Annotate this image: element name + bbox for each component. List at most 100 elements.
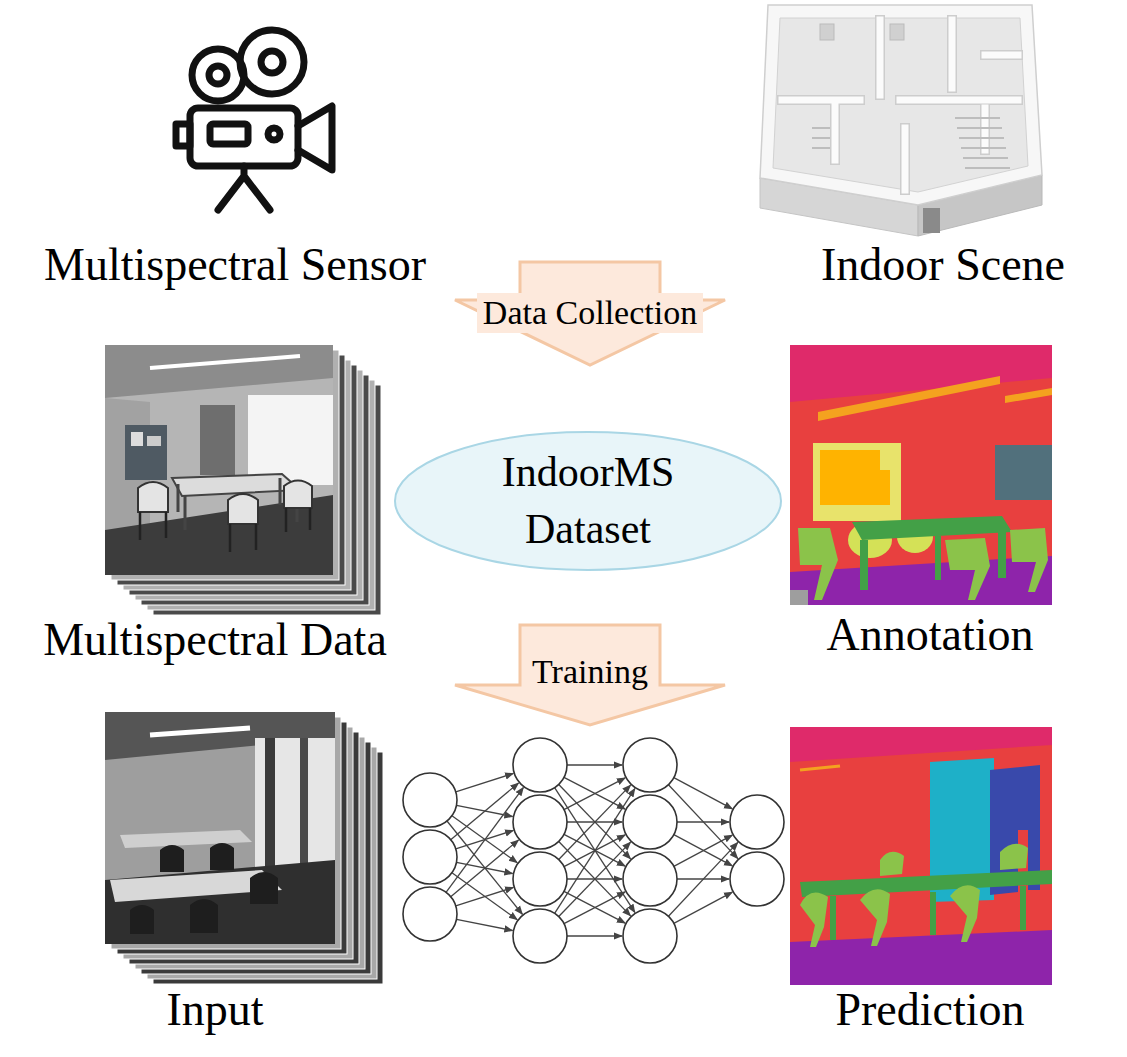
camera-icon-part: [298, 106, 332, 170]
input-image-part: [120, 830, 252, 848]
house-model: [760, 5, 1042, 236]
network-link: [564, 778, 625, 810]
caption-text: Multispectral Data: [43, 612, 387, 667]
network-link: [567, 764, 622, 765]
house-model-part: [890, 24, 904, 40]
multispectral-image-part: [138, 482, 168, 512]
network-link: [456, 887, 514, 905]
network-link: [559, 784, 631, 858]
camera-icon-part: [192, 49, 244, 101]
annotation-image-part: [790, 345, 1052, 605]
prediction-image-part: [950, 885, 980, 942]
network-link: [446, 788, 523, 893]
input-image-part: [265, 738, 275, 868]
neuron-circle: [730, 795, 784, 849]
camera-icon-part: [261, 51, 283, 73]
prediction-image-part: [800, 870, 1052, 897]
network-link: [559, 842, 631, 916]
house-model-part-part: [955, 118, 1010, 168]
neuron-circle: [730, 852, 784, 906]
neuron-circle: [513, 852, 567, 906]
dataset-label: IndoorMS Dataset: [458, 444, 718, 557]
camera-icon-part: [268, 128, 280, 140]
annotation-image-part: [820, 450, 890, 505]
multispectral-image-part: [150, 356, 300, 368]
camera-icon-part: [209, 66, 227, 84]
data-caption: Multispectral Data: [35, 608, 395, 671]
network-link: [447, 821, 522, 914]
house-model-part: [923, 208, 940, 233]
multispectral-image-part: [228, 494, 258, 524]
network-link: [456, 773, 514, 791]
network-link: [677, 821, 729, 822]
house-model-part-part: [782, 20, 1018, 190]
ellipse-outline: [395, 432, 781, 570]
annotation-image-part: [790, 590, 808, 605]
prediction-image-part: [800, 766, 840, 770]
annotation-image-part: [945, 538, 990, 600]
arrow-outline: [455, 262, 725, 365]
prediction-image-part: [1000, 844, 1028, 870]
annotation-image-part: [995, 445, 1052, 500]
prediction-image-part: [800, 893, 828, 948]
multispectral-image-part: [248, 395, 333, 485]
house-model-part: [820, 24, 834, 40]
house-model-part: [760, 5, 1042, 205]
arrow-label: Data Collection: [477, 293, 703, 334]
camera-icon-part: [218, 166, 270, 210]
arrow-outline: [455, 625, 725, 725]
house-model-part-part: [782, 20, 1018, 190]
prediction-image: [790, 727, 1052, 985]
camera-icon: [176, 30, 332, 210]
network-link: [674, 778, 732, 809]
multispectral-image-part: [178, 478, 297, 530]
dataset-ellipse: IndoorMS Dataset: [393, 430, 783, 572]
caption-text: Input: [166, 982, 263, 1037]
house-model-part: [782, 20, 1018, 190]
multispectral-image-part: [125, 425, 167, 480]
arrow-label: Training: [526, 652, 654, 693]
neuron-circle: [513, 795, 567, 849]
network-link: [674, 892, 732, 923]
input-image-part: [105, 712, 335, 944]
network-link: [451, 783, 519, 840]
camera-icon-part: [240, 30, 304, 94]
neuron-circle: [403, 773, 457, 827]
network-link: [668, 842, 737, 916]
input-image-part: [130, 843, 278, 934]
caption-text: Indoor Scene: [821, 237, 1065, 292]
network-link: [559, 841, 631, 915]
network-link: [674, 835, 732, 866]
annotation-image-part: [852, 516, 1012, 540]
multispectral-image-part: [284, 481, 312, 509]
annotation-image-part: [813, 443, 901, 521]
house-model-part: [812, 118, 1010, 168]
caption-text: Annotation: [827, 607, 1034, 662]
network-link: [559, 785, 631, 859]
input-image-part: [150, 728, 250, 735]
prediction-image-part: [790, 727, 1052, 985]
annotation-image-part: [1010, 528, 1048, 592]
prediction-image-part: [830, 886, 1026, 940]
neuron-circle: [513, 738, 567, 792]
multispectral-image: [105, 345, 333, 575]
sensor-caption: Multispectral Sensor: [36, 233, 434, 296]
prediction-image-part: [860, 889, 890, 946]
camera-icon-part: [190, 108, 298, 166]
network-link: [668, 785, 737, 859]
neural-network: [403, 738, 784, 963]
prediction-image-part: [880, 852, 904, 876]
neuron-circle: [403, 887, 457, 941]
scene-caption: Indoor Scene: [813, 233, 1073, 296]
flow-arrow: Data Collection: [452, 258, 728, 368]
network-link: [567, 935, 622, 936]
multispectral-image-part: [200, 405, 235, 475]
caption-text: Multispectral Sensor: [44, 237, 426, 292]
multispectral-image-part: [140, 508, 310, 552]
annotation-image-part: [1005, 388, 1052, 403]
network-link: [564, 777, 625, 809]
input-caption: Input: [158, 978, 271, 1041]
multispectral-image-part: [105, 345, 333, 575]
